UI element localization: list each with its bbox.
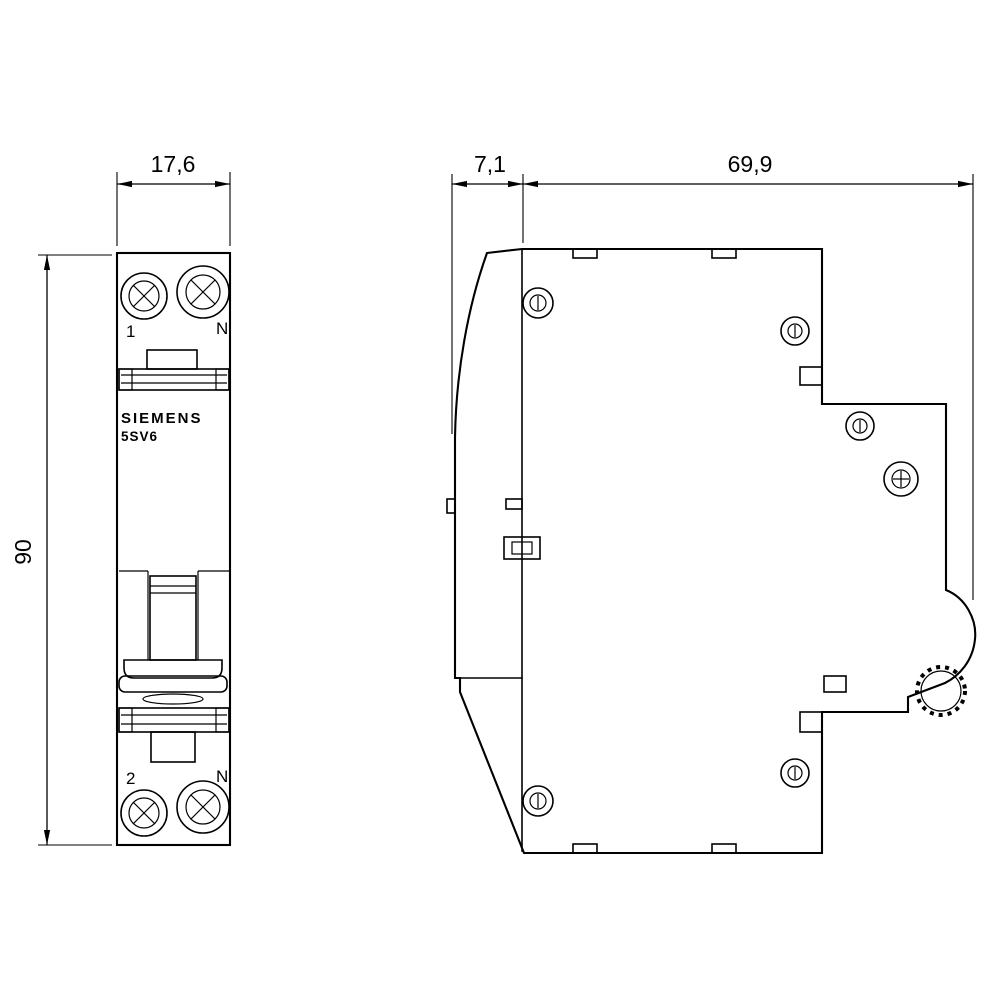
screw-terminal-n-bottom-icon — [176, 780, 230, 834]
front-bottom-clamp-bar — [118, 707, 230, 733]
dimension-side-body-depth: 69,9 — [523, 151, 974, 600]
rivet-top-right-icon — [780, 316, 810, 346]
front-width-dimension-label: 17,6 — [151, 151, 196, 177]
front-height-dimension-label: 90 — [10, 539, 36, 565]
front-top-latch — [146, 349, 198, 370]
screw-terminal-2-icon — [120, 789, 168, 837]
bottom-vent-left — [572, 843, 598, 854]
front-view: 1 N SIEMENS 5SV6 — [115, 251, 232, 847]
latch-pin — [505, 498, 523, 510]
top-vent-right — [711, 248, 737, 259]
latch-block — [503, 536, 541, 560]
side-body-depth-dimension-label: 69,9 — [728, 151, 773, 177]
terminal-2-label: 2 — [126, 769, 135, 788]
rivet-bottom-right-icon — [780, 758, 810, 788]
side-front-depth-dimension-label: 7,1 — [474, 151, 506, 177]
model-label: 5SV6 — [121, 429, 158, 444]
toggle-collar — [118, 659, 228, 705]
rivet-middle-icon — [845, 411, 875, 441]
toggle-handle — [149, 575, 197, 661]
front-face-tab — [446, 498, 456, 514]
terminal-n-bottom-label: N — [216, 767, 228, 786]
rivet-top-left-icon — [522, 287, 554, 319]
bottom-vent-right — [711, 843, 737, 854]
side-view — [446, 247, 977, 855]
front-body-outline — [115, 251, 232, 847]
terminal-n-top-label: N — [216, 319, 228, 338]
terminal-1-label: 1 — [126, 322, 135, 341]
upper-side-tab — [799, 366, 823, 386]
din-clip-knurled-wheel-icon — [915, 665, 967, 717]
rivet-bottom-left-icon — [522, 785, 554, 817]
front-top-clamp-bar — [118, 368, 230, 391]
top-vent-left — [572, 248, 598, 259]
toggle-recess — [119, 570, 229, 660]
front-bottom-latch — [150, 731, 196, 763]
side-body-outline — [453, 247, 977, 855]
adjustment-screw-icon — [883, 461, 919, 497]
dimension-side-front-depth: 7,1 — [451, 151, 524, 434]
din-clip-latch — [823, 675, 847, 693]
screw-terminal-n-top-icon — [176, 265, 230, 319]
dimension-front-height: 90 — [10, 254, 112, 846]
brand-label: SIEMENS — [121, 410, 203, 427]
screw-terminal-1-icon — [120, 272, 168, 320]
dimension-front-width: 17,6 — [116, 151, 231, 246]
lower-side-tab — [799, 711, 823, 733]
